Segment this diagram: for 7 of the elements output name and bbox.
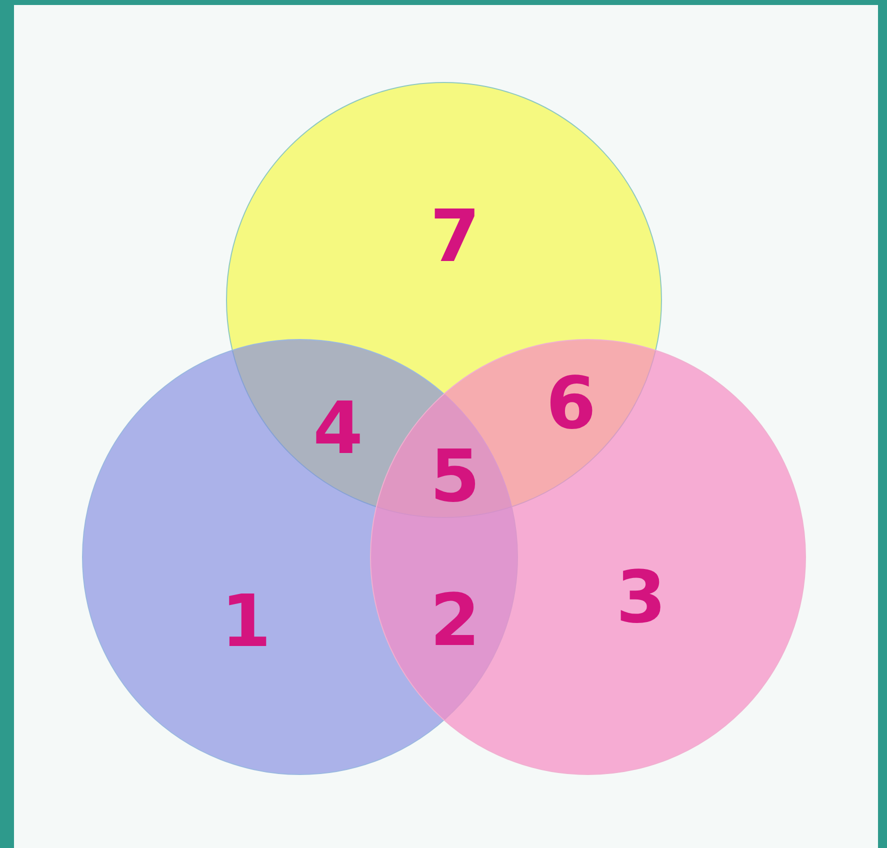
region-number: 4	[312, 392, 364, 464]
region-number: 1	[220, 585, 272, 657]
region-number: 5	[430, 440, 480, 512]
region-number: 7	[430, 200, 480, 272]
region-number: 2	[430, 584, 480, 656]
region-number: 3	[616, 561, 666, 633]
region-number: 6	[546, 367, 596, 439]
